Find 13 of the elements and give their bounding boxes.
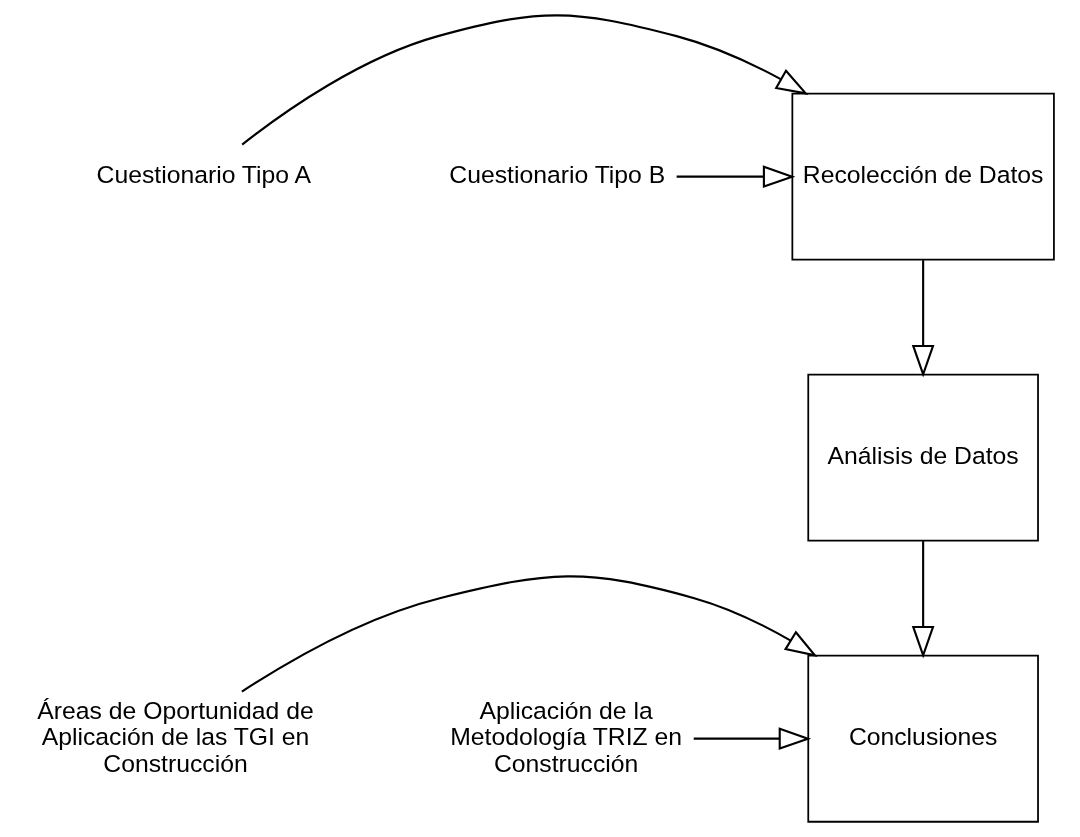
- arrow: [676, 165, 795, 189]
- node-box: Conclusiones: [806, 654, 1039, 823]
- node-text: Aplicación de la Metodología TRIZ en Construcción: [449, 696, 682, 777]
- node-text: Cuestionario Tipo B: [448, 161, 665, 189]
- arrow: [911, 541, 935, 659]
- node-box: Recolección de Datos: [790, 92, 1055, 261]
- node-text: Cuestionario Tipo A: [96, 161, 311, 189]
- node-box: Análisis de Datos: [806, 373, 1039, 542]
- arrow: [240, 575, 818, 693]
- arrow: [911, 260, 935, 378]
- arrow: [693, 727, 811, 751]
- arrow: [241, 14, 808, 146]
- node-text: Áreas de Oportunidad de Aplicación de las TGI en Construcción: [36, 696, 314, 777]
